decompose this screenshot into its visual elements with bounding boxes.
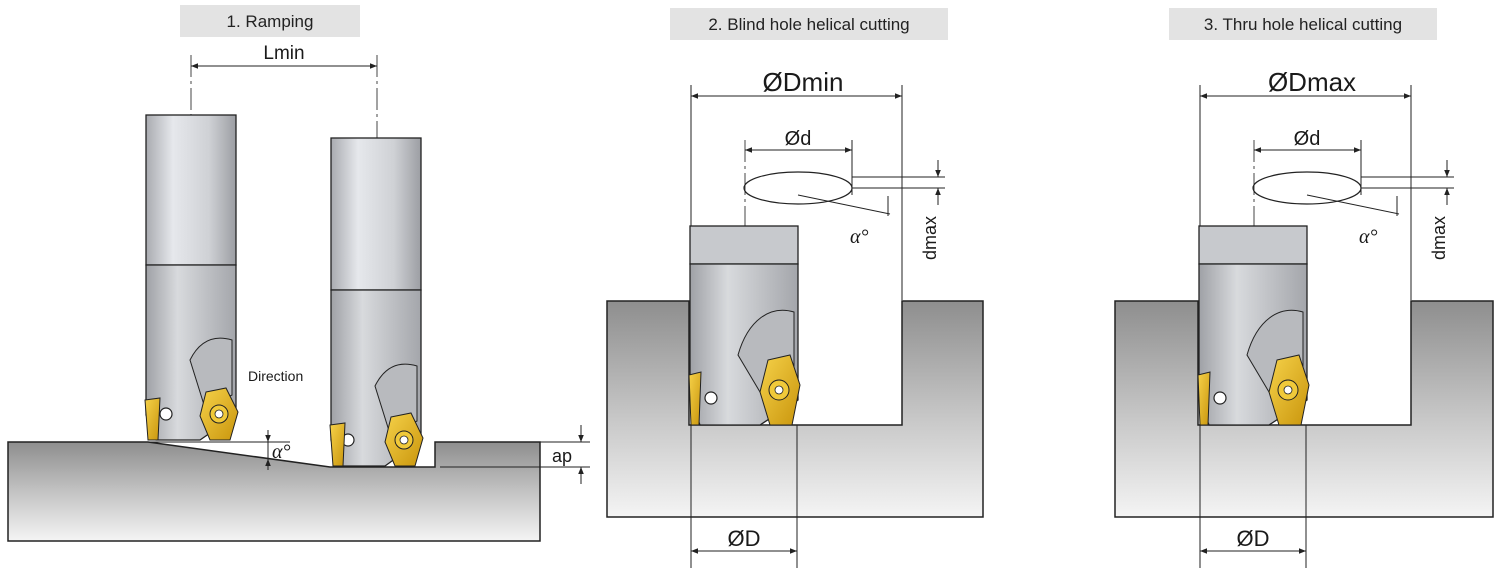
dmax-big-label: ØDmax xyxy=(1268,67,1356,97)
thru-small-d-label: Ød xyxy=(1294,128,1321,150)
panel-thru-hole: 3. Thru hole helical cutting ØDmax Ød α°… xyxy=(1114,8,1494,568)
blind-bottom-d-label: ØD xyxy=(728,526,761,551)
panel-1-title: 1. Ramping xyxy=(227,12,314,31)
thru-alpha-label: α° xyxy=(1359,226,1378,248)
ramping-alpha-label: α° xyxy=(272,441,291,463)
thru-helix-path xyxy=(1252,171,1362,205)
panel-3-title: 3. Thru hole helical cutting xyxy=(1204,15,1402,34)
helix-path xyxy=(743,171,853,205)
panel-3-title-bg xyxy=(1169,8,1437,40)
dmin-label: ØDmin xyxy=(763,67,844,97)
ramping-workpiece xyxy=(7,441,541,542)
blind-hole-workpiece xyxy=(606,300,984,518)
direction-label: Direction xyxy=(248,368,303,384)
small-d-label: Ød xyxy=(785,128,812,150)
thru-dmax-label: dmax xyxy=(1429,216,1449,260)
thru-hole-tool xyxy=(1197,225,1310,426)
blind-alpha-label: α° xyxy=(850,226,869,248)
panel-2-title: 2. Blind hole helical cutting xyxy=(708,15,909,34)
panel-ramping: 1. Ramping Lmin xyxy=(7,5,590,542)
panel-2-title-bg xyxy=(670,8,948,40)
blind-hole-tool xyxy=(688,225,801,426)
ramping-tool-start xyxy=(144,114,239,441)
thru-bottom-d-label: ØD xyxy=(1237,526,1270,551)
blind-dmax-label: dmax xyxy=(920,216,940,260)
panel-blind-hole: 2. Blind hole helical cutting ØDmin Ød α… xyxy=(606,8,984,568)
ap-label: ap xyxy=(552,446,572,466)
panel-1-title-bg xyxy=(180,5,360,37)
insert-1a xyxy=(144,397,161,441)
thru-hole-workpiece xyxy=(1114,300,1494,518)
ramping-tool-end xyxy=(329,137,424,467)
lmin-label: Lmin xyxy=(263,43,304,64)
insert-2a xyxy=(329,422,346,467)
